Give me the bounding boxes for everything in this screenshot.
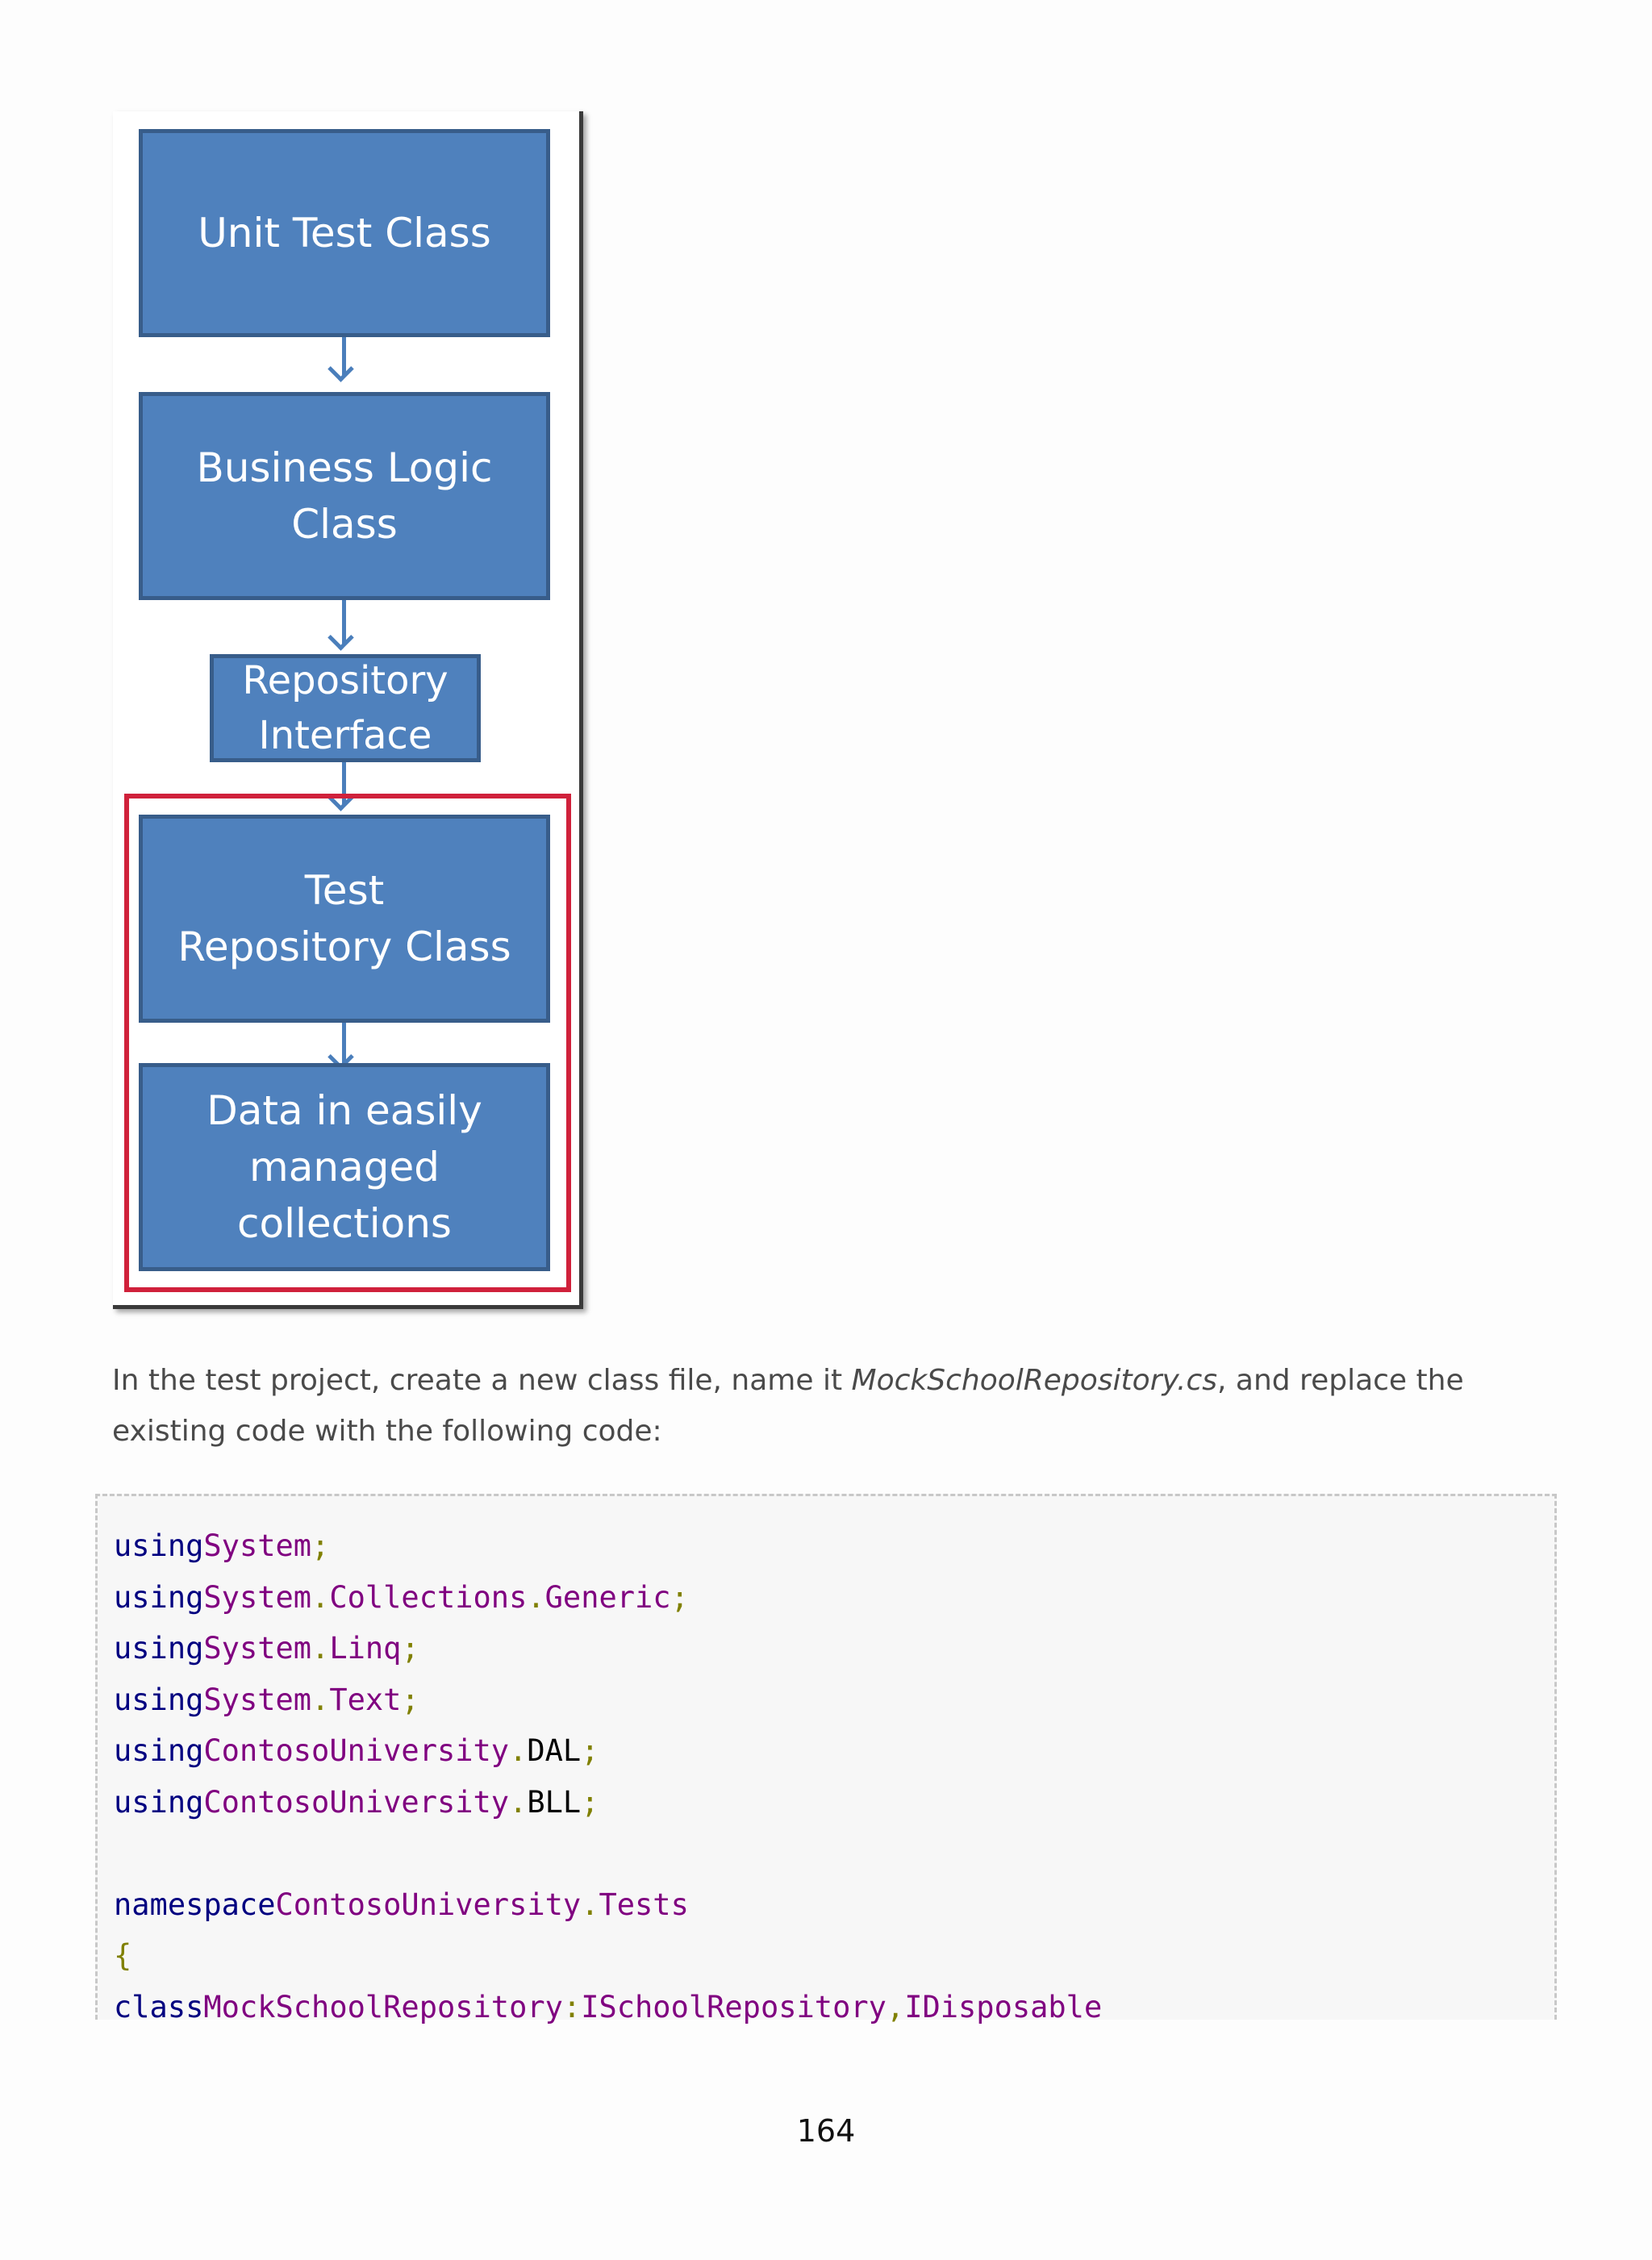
code-token: . — [581, 1887, 599, 1922]
code-token: System — [203, 1579, 312, 1615]
code-token: using — [114, 1579, 204, 1615]
code-token: ; — [311, 1528, 330, 1563]
code-line: classMockSchoolRepository:ISchoolReposit… — [114, 1982, 1102, 2033]
code-token: ; — [401, 1631, 419, 1666]
arrow-1 — [342, 337, 346, 375]
code-token: MockSchoolRepository — [203, 1989, 563, 2024]
code-line: usingContosoUniversity.DAL; — [114, 1725, 1102, 1777]
code-token: using — [114, 1784, 204, 1820]
code-token: . — [311, 1682, 330, 1717]
code-lines: usingSystem;usingSystem.Collections.Gene… — [114, 1520, 1102, 2033]
code-token: namespace — [114, 1887, 276, 1922]
code-token: . — [509, 1784, 528, 1820]
code-line: usingSystem.Collections.Generic; — [114, 1572, 1102, 1624]
code-line: usingContosoUniversity.BLL; — [114, 1777, 1102, 1828]
code-token: ContosoUniversity — [275, 1887, 582, 1922]
code-token: ; — [401, 1682, 419, 1717]
code-token: { — [114, 1938, 132, 1973]
code-token: using — [114, 1733, 204, 1768]
code-token: DAL — [527, 1733, 582, 1768]
code-token: System — [203, 1631, 312, 1666]
code-line — [114, 1828, 1102, 1879]
code-token: class — [114, 1989, 204, 2024]
code-token: . — [509, 1733, 528, 1768]
code-token: System — [203, 1528, 312, 1563]
code-token: BLL — [527, 1784, 582, 1820]
code-token: Collections — [329, 1579, 528, 1615]
paragraph-text-before: In the test project, create a new class … — [112, 1364, 852, 1397]
architecture-diagram: Unit Test Class Business Logic Class Rep… — [113, 111, 583, 1309]
filename-text: MockSchoolRepository.cs — [851, 1364, 1217, 1397]
code-token: , — [886, 1989, 905, 2024]
code-token: ; — [670, 1579, 689, 1615]
code-token: ContosoUniversity — [203, 1733, 510, 1768]
paragraph-text-after: , and replace the existing code with the… — [112, 1364, 1464, 1448]
code-token: using — [114, 1528, 204, 1563]
code-token: ; — [581, 1784, 599, 1820]
code-token: ContosoUniversity — [203, 1784, 510, 1820]
code-token: : — [562, 1989, 582, 2024]
code-token: Tests — [599, 1887, 689, 1922]
code-token: . — [311, 1631, 330, 1666]
code-token: Text — [329, 1682, 402, 1717]
code-token: System — [203, 1682, 312, 1717]
instruction-paragraph: In the test project, create a new class … — [112, 1355, 1564, 1457]
data-collections-box: Data in easily managed collections — [139, 1063, 550, 1271]
arrow-2 — [342, 600, 346, 644]
code-token: using — [114, 1631, 204, 1666]
code-token: ; — [581, 1733, 599, 1768]
code-block: usingSystem;usingSystem.Collections.Gene… — [95, 1494, 1557, 2024]
code-line: namespaceContosoUniversity.Tests — [114, 1879, 1102, 1931]
business-logic-class-box: Business Logic Class — [139, 392, 550, 600]
page-number: 164 — [796, 2113, 856, 2149]
arrow-3 — [342, 762, 346, 804]
code-line: usingSystem; — [114, 1520, 1102, 1572]
test-repository-class-box: Test Repository Class — [139, 815, 550, 1023]
code-token: using — [114, 1682, 204, 1717]
code-line: usingSystem.Text; — [114, 1674, 1102, 1726]
code-token: Linq — [329, 1631, 402, 1666]
code-token: Generic — [544, 1579, 671, 1615]
code-token: . — [527, 1579, 545, 1615]
repository-interface-box: Repository Interface — [210, 654, 481, 762]
code-token: . — [311, 1579, 330, 1615]
code-line: { — [114, 1930, 1102, 1982]
code-token: IDisposable — [904, 1989, 1103, 2024]
test-components-highlight — [124, 794, 571, 1292]
unit-test-class-box: Unit Test Class — [139, 129, 550, 337]
code-line: usingSystem.Linq; — [114, 1623, 1102, 1674]
code-token: ISchoolRepository — [581, 1989, 886, 2024]
arrow-4 — [342, 1023, 346, 1063]
